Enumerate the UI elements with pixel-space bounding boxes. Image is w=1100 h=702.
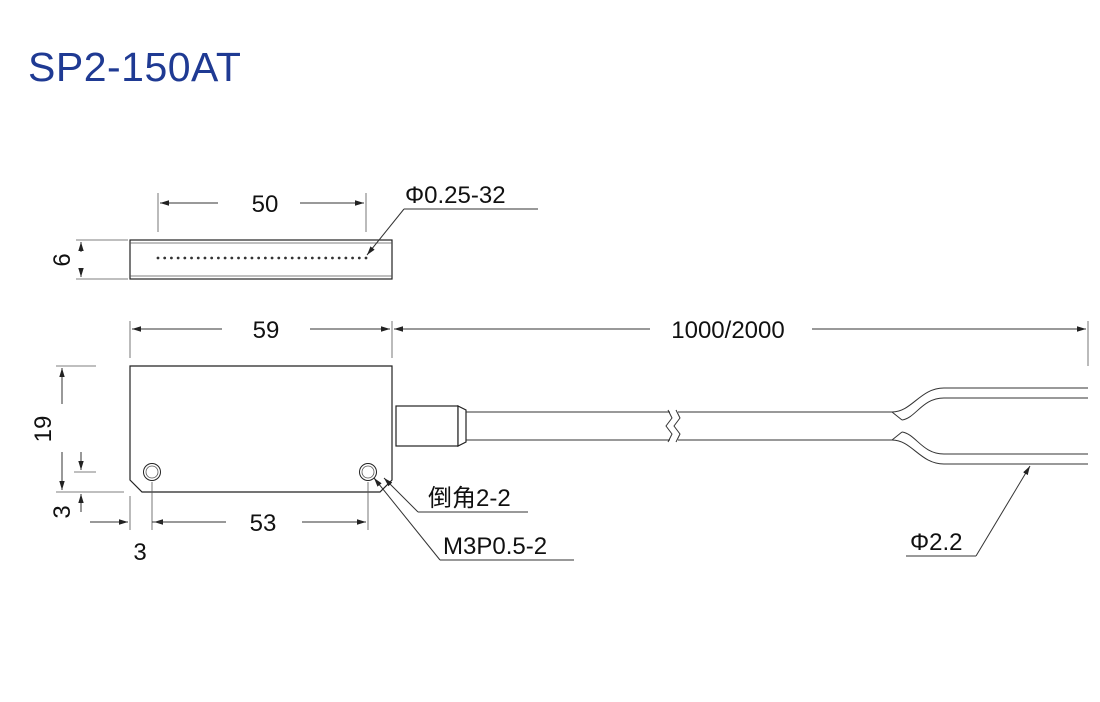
sensor-hole [223, 256, 227, 260]
sensor-hole [216, 256, 220, 260]
sensor-hole [337, 256, 341, 260]
sensor-hole [156, 256, 160, 260]
dim-label-cable-length: 1000/2000 [671, 317, 784, 344]
dim-label-chamfer: 倒角2-2 [428, 485, 511, 512]
sensor-hole [364, 256, 368, 260]
sensor-hole [357, 256, 361, 260]
front-view [129, 365, 1088, 493]
dim-label-body-height: 19 [30, 416, 57, 443]
sensor-hole [284, 256, 287, 260]
sensor-hole [230, 256, 234, 260]
leader-hole-spec: Φ0.25-32 [366, 182, 538, 256]
dim-label-hole-spec: Φ0.25-32 [405, 182, 506, 209]
top-view [129, 239, 393, 280]
dim-cable-length: 1000/2000 [394, 317, 1089, 366]
sensor-hole [257, 256, 261, 260]
sensor-hole-row [156, 256, 368, 260]
sensor-hole [183, 256, 187, 260]
dim-body-length: 59 [129, 317, 393, 358]
dim-label-hole-pitch: 53 [250, 510, 277, 537]
sensor-hole [163, 256, 167, 260]
dim-hole-offsets-h: 3 53 [90, 482, 369, 566]
sensor-hole [250, 256, 254, 260]
dim-label-body-length: 59 [253, 317, 280, 344]
dim-label-hole-offset-v: 3 [49, 505, 76, 518]
sensor-hole [304, 256, 308, 260]
dim-label-cable-diameter: Φ2.2 [910, 529, 963, 556]
diagram-title: SP2-150AT [28, 44, 242, 90]
sensor-hole [196, 256, 200, 260]
leader-screw-spec: M3P0.5-2 [373, 477, 574, 561]
sensor-hole [290, 256, 294, 260]
dim-body-height: 19 [30, 365, 124, 493]
sensor-hole [324, 256, 328, 260]
sensor-hole [210, 256, 214, 260]
sensor-hole [237, 256, 240, 260]
mounting-hole-left [143, 463, 161, 481]
dim-top-height: 6 [49, 239, 128, 280]
sensor-hole [176, 256, 180, 260]
sensor-hole [190, 256, 193, 260]
dim-hole-offset-v: 3 [49, 452, 96, 519]
sensor-hole [270, 256, 274, 260]
sensor-hole [277, 256, 281, 260]
sensor-hole [310, 256, 314, 260]
sensor-hole [203, 256, 207, 260]
strain-relief [395, 405, 459, 447]
sensor-hole [170, 256, 173, 260]
sensor-hole [331, 256, 334, 260]
mounting-hole-right [359, 463, 377, 481]
dim-label-screw-spec: M3P0.5-2 [443, 533, 547, 560]
sensor-hole [297, 256, 301, 260]
dim-label-top-height: 6 [49, 253, 76, 266]
leader-cable-diameter: Φ2.2 [906, 465, 1031, 557]
dim-top-length: 50 [157, 191, 367, 232]
sensor-hole [344, 256, 348, 260]
dim-label-top-length: 50 [252, 191, 279, 218]
leader-chamfer: 倒角2-2 [383, 477, 528, 513]
sensor-hole [243, 256, 247, 260]
sensor-hole [351, 256, 354, 260]
dim-label-hole-offset-h: 3 [133, 539, 146, 566]
sensor-hole [317, 256, 321, 260]
sensor-hole [263, 256, 267, 260]
